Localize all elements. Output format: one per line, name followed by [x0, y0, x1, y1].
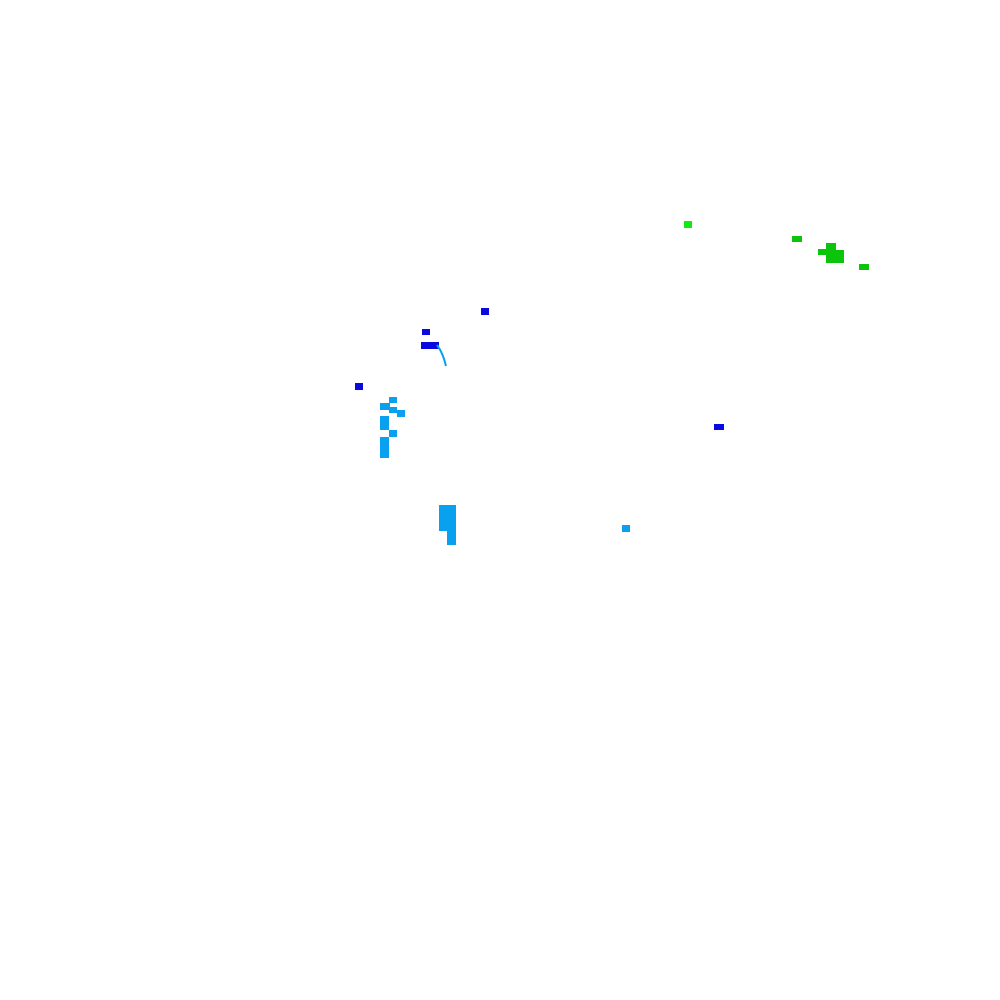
- map-cell: [859, 264, 869, 270]
- map-cell: [422, 329, 430, 335]
- map-cell: [397, 410, 405, 417]
- map-cell: [481, 308, 489, 315]
- map-cell: [684, 221, 692, 228]
- map-cell: [714, 424, 724, 430]
- map-cell: [421, 342, 439, 349]
- map-cell: [355, 383, 363, 390]
- map-cell: [380, 403, 390, 410]
- blue-cluster: [355, 308, 724, 430]
- map-cell: [439, 505, 456, 531]
- map-cell: [380, 416, 389, 430]
- map-cell: [622, 525, 630, 532]
- map-trail: [436, 344, 447, 367]
- map-cell: [380, 437, 389, 458]
- map-cell: [389, 430, 397, 437]
- map-cell: [826, 250, 844, 263]
- green-cluster: [684, 221, 869, 270]
- map-cell: [389, 407, 397, 413]
- light-blue-cluster: [380, 397, 630, 545]
- map-cell: [826, 243, 836, 251]
- map-cell: [389, 397, 397, 403]
- map-marks: [355, 221, 869, 545]
- map-cell: [818, 249, 826, 255]
- map-cell: [792, 236, 802, 242]
- map-cell: [447, 531, 456, 545]
